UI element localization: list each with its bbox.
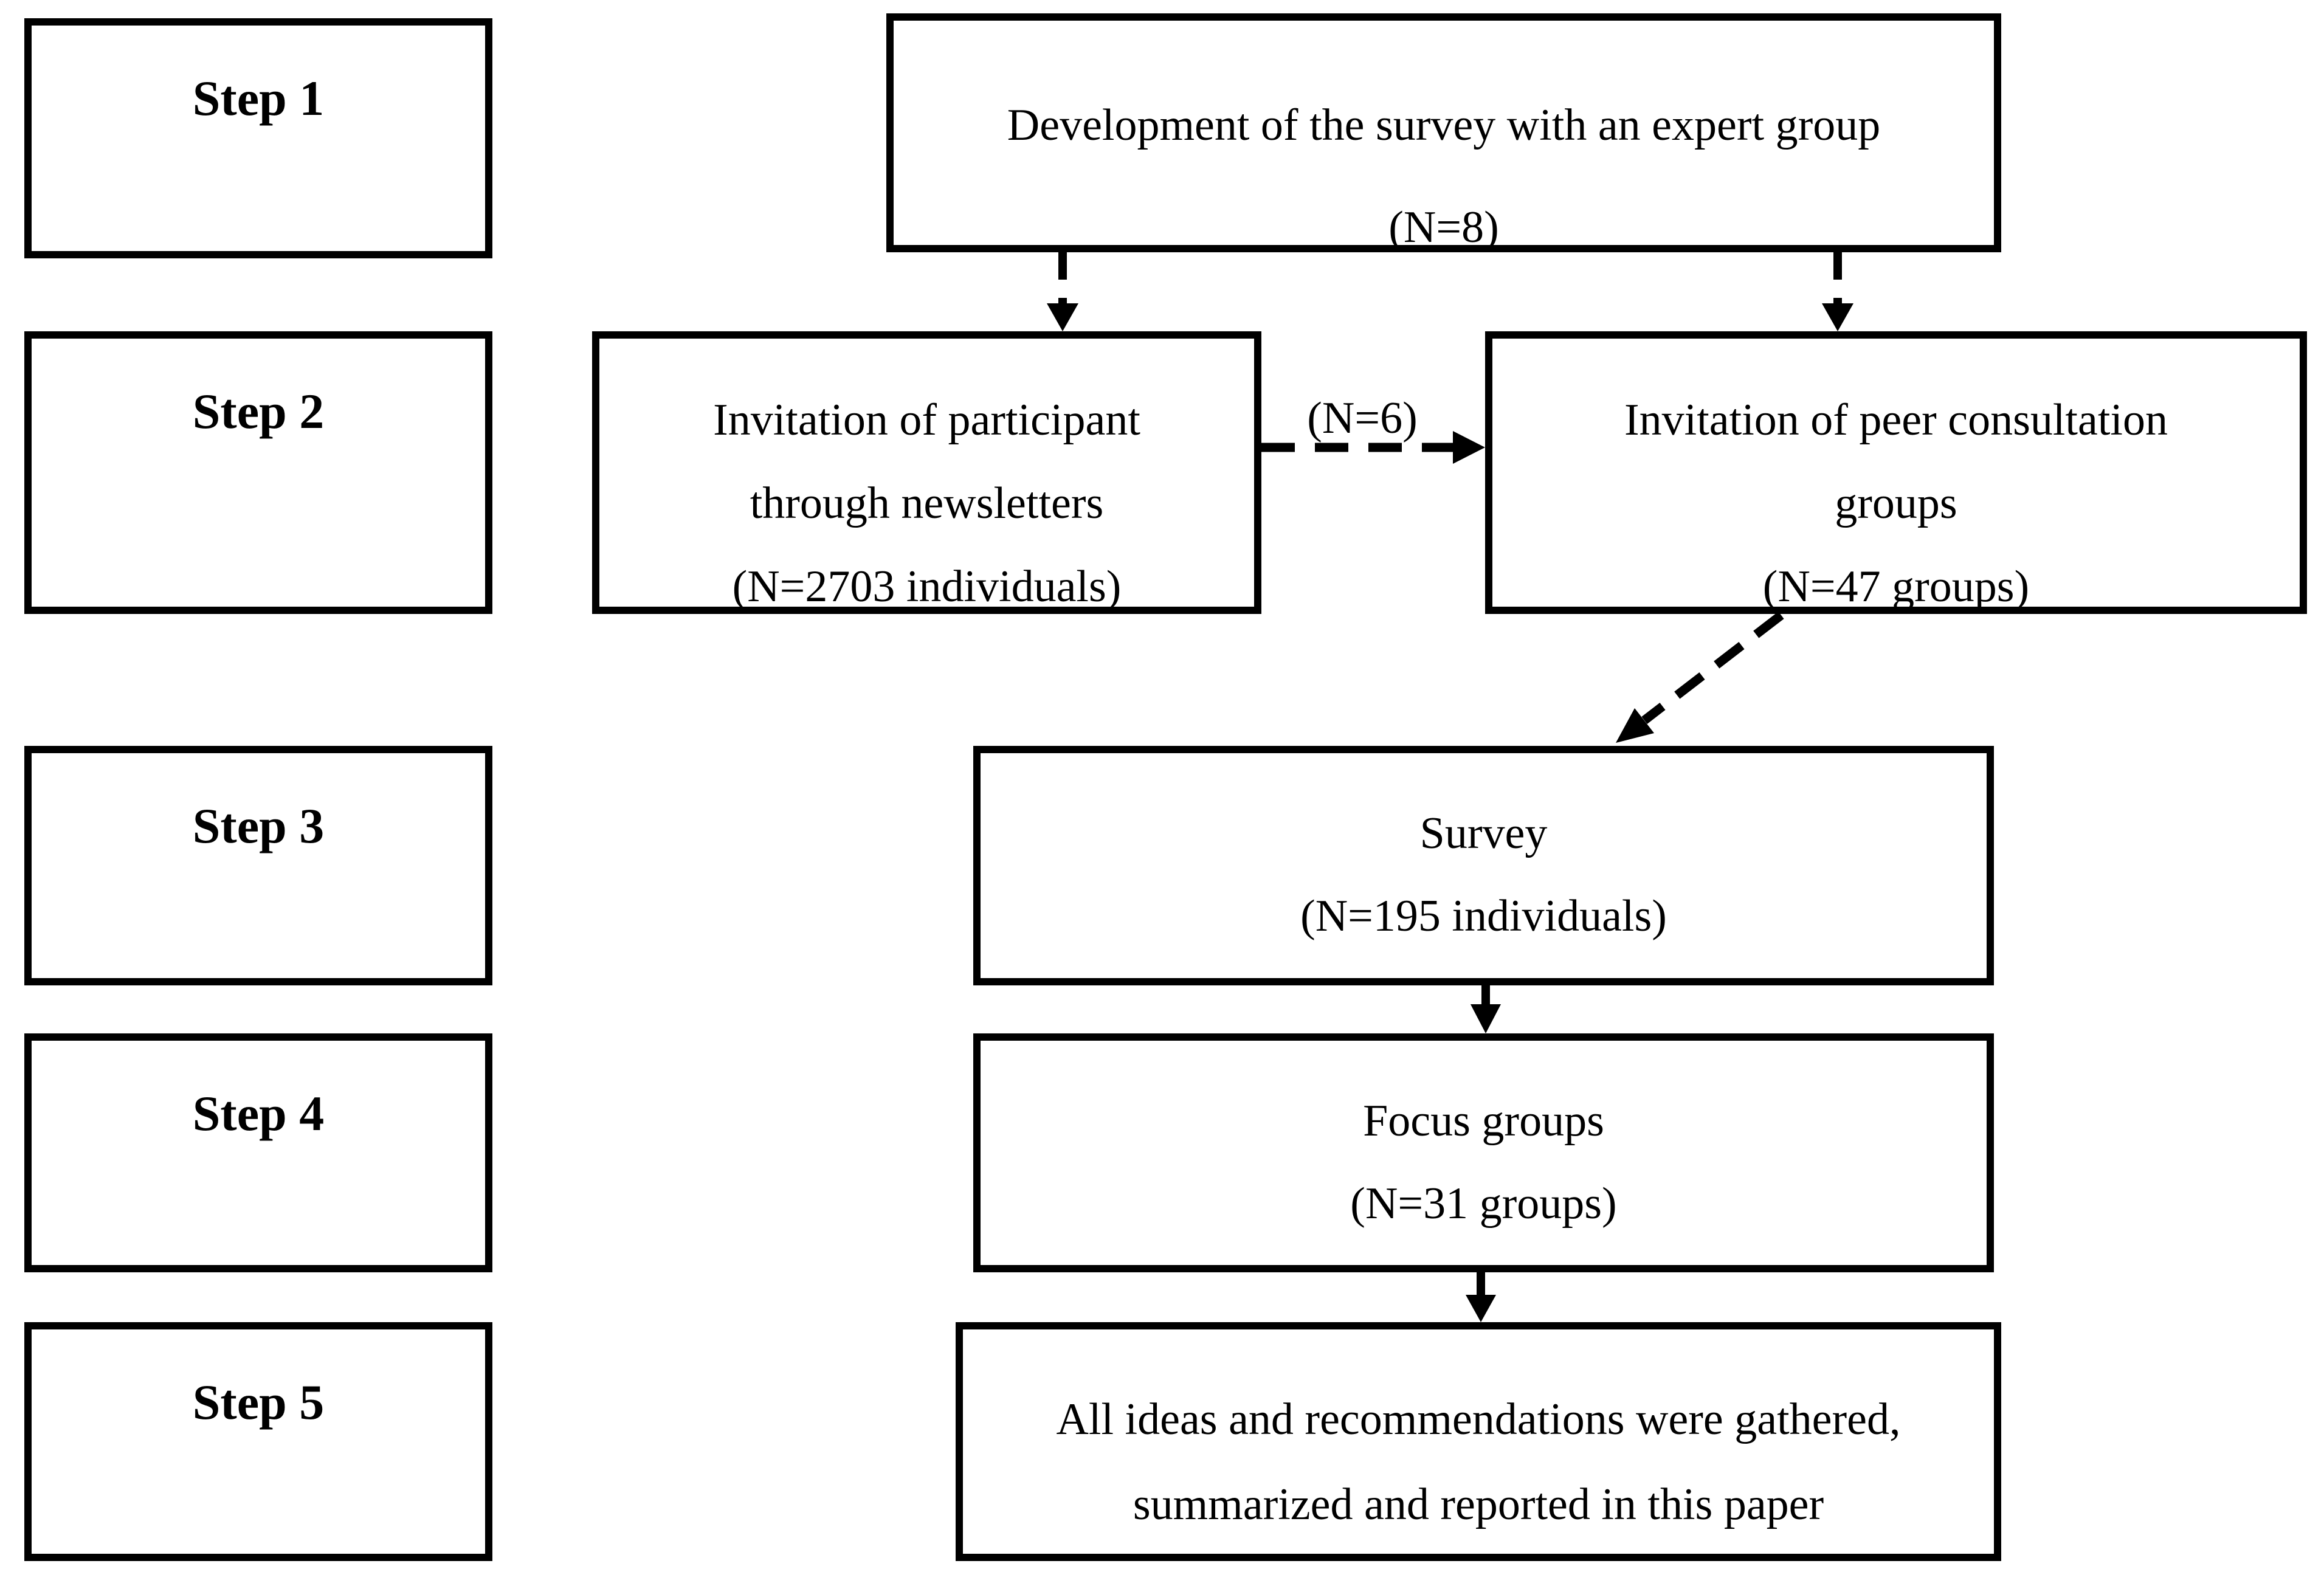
invite-peer-groups-line-2: groups — [1835, 478, 1957, 528]
n6-arrow-label: (N=6) — [1307, 393, 1418, 443]
survey-box: Survey (N=195 individuals) — [973, 746, 1994, 985]
invite-peer-groups-line-3: (N=47 groups) — [1762, 562, 2030, 612]
development-line-2: (N=8) — [1388, 202, 1499, 252]
invite-peer-groups-box: Invitation of peer consultation groups (… — [1485, 331, 2307, 614]
invite-participants-line-1: Invitation of participant — [713, 395, 1140, 445]
step-4-label: Step 4 — [192, 1086, 325, 1141]
step-2-box: Step 2 — [24, 331, 492, 614]
step-2-label: Step 2 — [192, 384, 325, 439]
step-1-label: Step 1 — [192, 71, 325, 126]
step-1-box: Step 1 — [24, 18, 492, 258]
step-5-box: Step 5 — [24, 1322, 492, 1561]
arrow-peer-groups-to-survey-dashed — [1616, 612, 1784, 743]
invite-participants-line-2: through newsletters — [750, 478, 1104, 528]
arrowhead-down-icon — [1471, 1004, 1501, 1033]
invite-participants-box: Invitation of participant through newsle… — [592, 331, 1261, 614]
invite-peer-groups-line-1: Invitation of peer consultation — [1624, 395, 2168, 445]
arrowhead-down-left-icon — [1616, 708, 1654, 743]
survey-line-2: (N=195 individuals) — [1300, 891, 1667, 941]
arrow-focus-groups-to-summary — [1466, 1272, 1496, 1322]
dashed-arrow-line — [1641, 612, 1784, 724]
survey-line-1: Survey — [1419, 808, 1548, 858]
summary-line-1: All ideas and recommendations were gathe… — [1056, 1394, 1901, 1444]
summary-box: All ideas and recommendations were gathe… — [956, 1322, 2001, 1561]
summary-line-2: summarized and reported in this paper — [1133, 1480, 1824, 1529]
step-5-label: Step 5 — [192, 1374, 325, 1430]
step-3-label: Step 3 — [192, 798, 325, 853]
arrowhead-down-icon — [1822, 303, 1853, 331]
focus-groups-box: Focus groups (N=31 groups) — [973, 1033, 1994, 1272]
development-box: Development of the survey with an expert… — [886, 13, 2001, 252]
step-3-box: Step 3 — [24, 746, 492, 985]
focus-groups-line-1: Focus groups — [1363, 1096, 1604, 1146]
arrow-survey-to-focus-groups — [1471, 985, 1501, 1033]
arrowhead-down-icon — [1466, 1295, 1496, 1322]
invite-participants-line-3: (N=2703 individuals) — [732, 562, 1122, 612]
step-4-box: Step 4 — [24, 1033, 492, 1272]
focus-groups-line-2: (N=31 groups) — [1350, 1179, 1617, 1229]
arrowhead-down-icon — [1047, 303, 1078, 331]
development-line-1: Development of the survey with an expert… — [1007, 100, 1881, 150]
